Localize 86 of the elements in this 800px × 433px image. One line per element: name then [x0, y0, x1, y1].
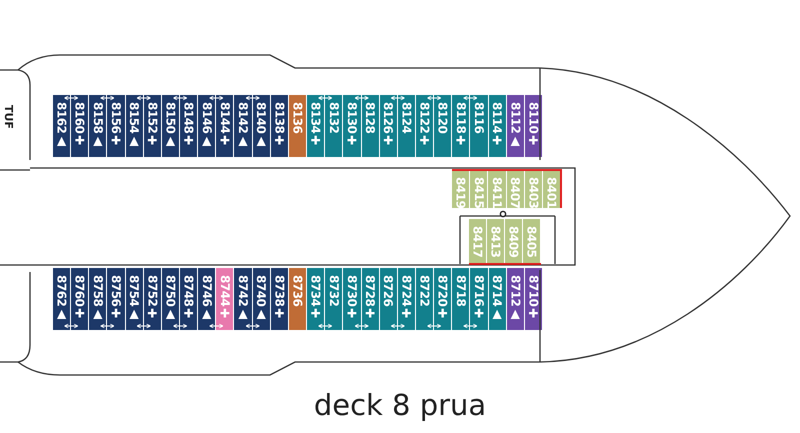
cabin: 8407 — [506, 170, 525, 208]
connecting-door-arrow — [64, 324, 78, 328]
cabin: 8154▲ — [126, 95, 144, 157]
cabin: 8122✚ — [416, 95, 434, 157]
cabin: 8124 — [398, 95, 416, 157]
cabin: 8144✚ — [216, 95, 234, 157]
cabin: 8752✚ — [144, 268, 162, 330]
connecting-door-arrow — [172, 324, 188, 328]
cabin: 8152✚ — [144, 95, 162, 157]
cabin: 8415 — [470, 170, 488, 208]
connecting-door-arrow — [390, 96, 405, 100]
connecting-door-arrow — [100, 324, 115, 328]
connecting-door-arrow — [318, 324, 332, 328]
cabin: 8419 — [452, 170, 470, 208]
cabin: 8718 — [452, 268, 470, 330]
cabin: 8750▲ — [162, 268, 180, 330]
cabin: 8722 — [416, 268, 434, 330]
connecting-door-arrow — [64, 96, 78, 100]
cabin: 8116 — [470, 95, 489, 157]
cabin: 8762▲ — [53, 268, 72, 330]
connecting-door-arrow — [354, 324, 369, 328]
cabin: 8146▲ — [198, 95, 216, 157]
cabin: 8720✚ — [434, 268, 452, 330]
cabin: 8748✚ — [180, 268, 198, 330]
connecting-door-arrow — [100, 96, 115, 100]
cabin: 8740▲ — [252, 268, 271, 330]
cabin: 8134✚ — [307, 95, 326, 157]
connecting-door-arrow — [209, 324, 224, 328]
cabin: 8742▲ — [234, 268, 253, 330]
connecting-door-arrow — [426, 96, 442, 100]
connecting-door-arrow — [426, 324, 442, 328]
connecting-door-arrow — [463, 96, 478, 100]
cabin: 8140▲ — [252, 95, 271, 157]
cabin: 8730✚ — [343, 268, 362, 330]
cabin: 8758▲ — [89, 268, 108, 330]
cabin: 8732 — [325, 268, 344, 330]
connecting-door-arrow — [136, 324, 151, 328]
connecting-door-arrow — [172, 96, 188, 100]
cabin: 8716✚ — [470, 268, 489, 330]
cabin: 8158▲ — [89, 95, 108, 157]
cabin: 8726 — [380, 268, 398, 330]
cabin: 8736 — [288, 268, 308, 330]
cabin: 8160✚ — [71, 95, 90, 157]
cabin: 8162▲ — [53, 95, 72, 157]
cabin: 8130✚ — [343, 95, 362, 157]
cabin: 8112▲ — [506, 95, 525, 157]
connecting-door-arrow — [463, 324, 478, 328]
cabin: 8120 — [434, 95, 452, 157]
connecting-door-arrow — [209, 96, 224, 100]
cabin: 8714▲ — [488, 268, 507, 330]
connecting-door-arrow — [318, 96, 332, 100]
cabin: 8114✚ — [488, 95, 507, 157]
cabin: 8712▲ — [506, 268, 525, 330]
connecting-door-arrow — [390, 324, 405, 328]
partial-label: TUF — [2, 105, 15, 129]
cabin: 8150▲ — [162, 95, 180, 157]
cabin: 8756✚ — [107, 268, 126, 330]
cabin: 8156✚ — [107, 95, 126, 157]
cabin: 8409 — [505, 219, 523, 264]
cabin: 8138✚ — [270, 95, 289, 157]
cabin: 8728✚ — [362, 268, 380, 330]
cabin: 8403 — [524, 170, 543, 208]
cabin: 8754▲ — [126, 268, 144, 330]
connecting-door-arrow — [246, 324, 260, 328]
connecting-door-arrow — [354, 96, 369, 100]
cabin: 8724✚ — [398, 268, 416, 330]
cabin: 8734✚ — [307, 268, 326, 330]
cabin: 8128 — [362, 95, 380, 157]
cabin: 8413 — [487, 219, 505, 264]
cabin: 8132 — [325, 95, 344, 157]
cabin: 8746▲ — [198, 268, 216, 330]
cabin: 8401 — [543, 170, 562, 208]
cabin: 8738✚ — [270, 268, 289, 330]
cabin: 8405 — [523, 219, 541, 264]
cabin: 8148✚ — [180, 95, 198, 157]
cabin: 8136 — [288, 95, 308, 157]
cabin: 8126✚ — [380, 95, 398, 157]
cabin: 8760✚ — [71, 268, 90, 330]
cabin: 8142▲ — [234, 95, 253, 157]
connecting-door-arrow — [246, 96, 260, 100]
cabin: 8411 — [488, 170, 507, 208]
cabin: 8417 — [469, 219, 487, 264]
connecting-door-arrow — [136, 96, 151, 100]
cabin: 8744✚ — [216, 268, 234, 330]
cabin: 8118✚ — [452, 95, 470, 157]
title: deck 8 prua — [314, 388, 486, 422]
